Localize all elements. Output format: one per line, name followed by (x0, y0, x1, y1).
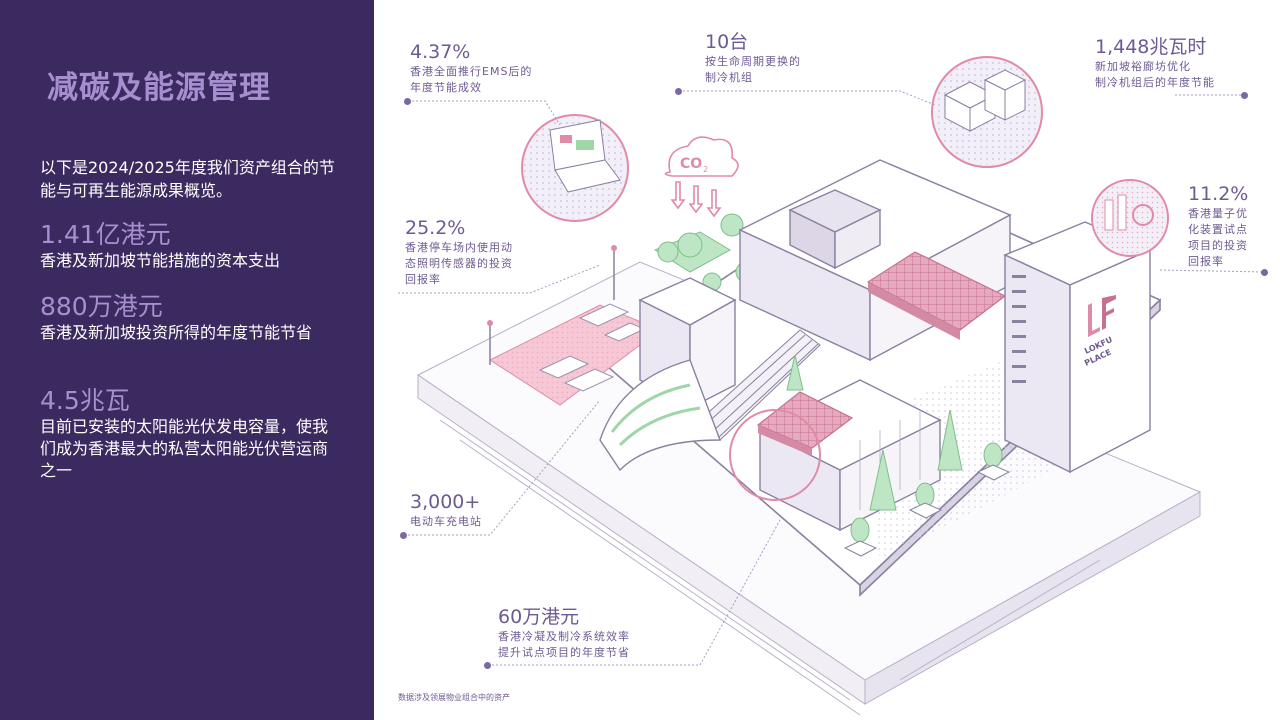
callout-desc: 制冷机组 (705, 71, 753, 84)
callout-sg-chiller: 1,448兆瓦时 新加坡裕廊坊优化 制冷机组后的年度节能 (1095, 35, 1215, 91)
callout-desc: 电动车充电站 (410, 515, 482, 528)
callout-desc: 回报率 (1188, 255, 1224, 268)
co2-cloud: CO 2 (664, 136, 739, 218)
callout-dot (404, 98, 411, 105)
stat-capex: 1.41亿港元 香港及新加坡节能措施的资本支出 (40, 220, 340, 272)
callout-quantum: 11.2% 香港量子优 化装置试点 项目的投资 回报率 (1188, 182, 1248, 270)
callout-desc: 化装置试点 (1188, 223, 1248, 236)
amphitheater (599, 359, 722, 472)
callout-dot (1261, 269, 1268, 276)
callout-desc: 年度节能成效 (410, 81, 482, 94)
leader-lines (398, 90, 1266, 666)
callout-desc: 香港冷凝及制冷系统效率 (498, 630, 630, 643)
callout-desc: 项目的投资 (1188, 239, 1248, 252)
callout-dot (400, 532, 407, 539)
parking-area (487, 245, 661, 406)
solar-roof-lower (756, 391, 854, 456)
callout-desc: 提升试点项目的年度节省 (498, 646, 630, 659)
plaza-trees (786, 354, 1003, 543)
callout-desc: 香港停车场内使用动 (405, 241, 513, 254)
callout-desc: 制冷机组后的年度节能 (1095, 76, 1215, 89)
lokfu-place-sign: LOKFU PLACE (1083, 295, 1116, 368)
stat-value: 1.41亿港元 (40, 220, 171, 249)
stat-value: 4.5兆瓦 (40, 386, 130, 415)
quantum-circle (1091, 179, 1169, 257)
chiller-circle (931, 56, 1043, 168)
callout-value: 11.2% (1188, 183, 1249, 205)
stat-savings: 880万港元 香港及新加坡投资所得的年度节能节省 (40, 292, 340, 344)
footnote: 数据涉及领展物业组合中的资产 (398, 693, 510, 702)
callout-dot (1241, 92, 1248, 99)
tower (1003, 221, 1152, 474)
callout-value: 1,448兆瓦时 (1095, 36, 1207, 58)
ems-laptop-circle (521, 114, 629, 222)
central-building (738, 159, 1012, 362)
stat-value: 880万港元 (40, 292, 163, 321)
planter-boxes (843, 464, 1011, 557)
callout-value: 10台 (705, 31, 749, 53)
left-block (638, 277, 737, 410)
stat-solar: 4.5兆瓦 目前已安装的太阳能光伏发电容量，使我们成为香港最大的私营太阳能光伏营… (40, 386, 340, 482)
building-illustration: CO 2 (398, 56, 1266, 716)
callout-desc: 态照明传感器的投资 (405, 257, 513, 270)
highlight-lens (729, 409, 821, 501)
stat-desc: 香港及新加坡节能措施的资本支出 (40, 251, 281, 270)
callout-value: 3,000+ (410, 491, 481, 513)
callout-desc: 香港全面推行EMS后的 (410, 65, 533, 78)
callout-value: 60万港元 (498, 606, 580, 628)
callout-desc: 按生命周期更换的 (705, 55, 801, 68)
callout-ev: 3,000+ 电动车充电站 (410, 490, 482, 530)
sidebar-panel: 减碳及能源管理 以下是2024/2025年度我们资产组合的节能与可再生能源成果概… (0, 0, 374, 720)
callout-dot (675, 88, 682, 95)
intro-text: 以下是2024/2025年度我们资产组合的节能与可再生能源成果概览。 (40, 158, 335, 200)
callout-value: 25.2% (405, 217, 466, 239)
callout-desc: 香港量子优 (1188, 207, 1248, 220)
callout-parking: 25.2% 香港停车场内使用动 态照明传感器的投资 回报率 (405, 216, 513, 288)
page-title: 减碳及能源管理 (47, 70, 271, 106)
callout-ems: 4.37% 香港全面推行EMS后的 年度节能成效 (410, 40, 532, 96)
callout-value: 4.37% (410, 41, 471, 63)
callout-cooling: 60万港元 香港冷凝及制冷系统效率 提升试点项目的年度节省 (498, 605, 630, 661)
co2-subscript: 2 (703, 165, 708, 174)
callout-chillers: 10台 按生命周期更换的 制冷机组 (705, 30, 801, 86)
callout-dot (484, 662, 491, 669)
co2-label: CO (680, 156, 702, 172)
callout-desc: 新加坡裕廊坊优化 (1095, 60, 1191, 73)
stat-desc: 目前已安装的太阳能光伏发电容量，使我们成为香港最大的私营太阳能光伏营运商之一 (40, 417, 329, 480)
stat-desc: 香港及新加坡投资所得的年度节能节省 (40, 323, 313, 342)
callout-desc: 回报率 (405, 273, 441, 286)
